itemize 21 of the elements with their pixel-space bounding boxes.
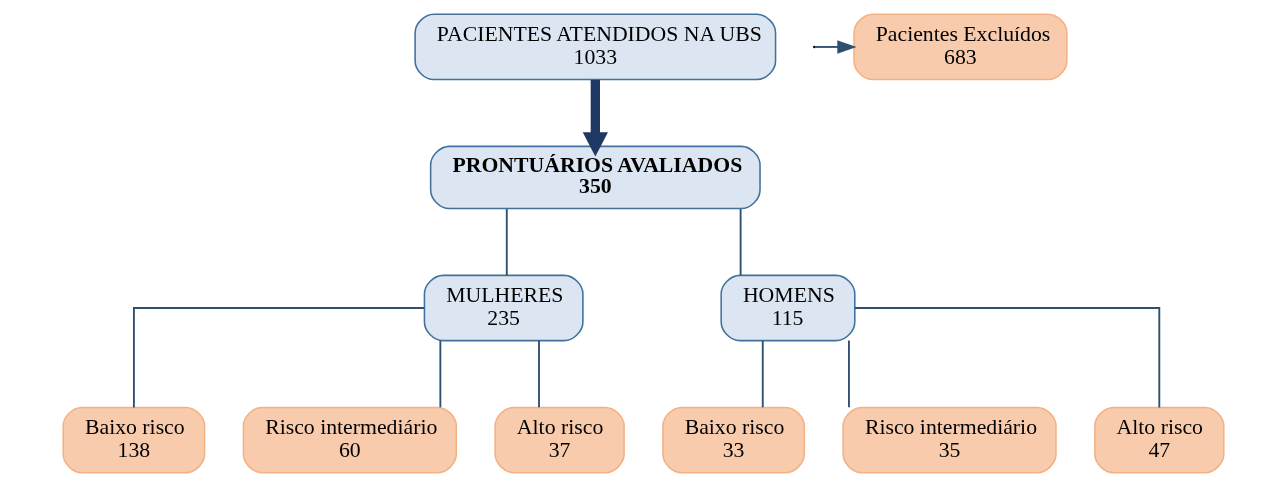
node-box: MULHERES 235	[423, 274, 584, 342]
arrow	[582, 79, 608, 157]
connector	[505, 208, 508, 277]
connector	[739, 208, 742, 277]
node-box: Risco intermediário 60	[242, 406, 457, 474]
connector	[537, 339, 540, 409]
node-box: Baixo risco 138	[61, 406, 205, 474]
connector	[132, 307, 425, 409]
node-box: Baixo risco 33	[661, 406, 805, 474]
connector	[438, 339, 441, 409]
arrow	[813, 40, 857, 54]
node-box: PACIENTES ATENDIDOS NA UBS 1033	[413, 13, 776, 81]
node-box: HOMENS 115	[719, 274, 856, 342]
node-box: Alto risco 37	[493, 406, 625, 474]
connector	[847, 339, 850, 409]
connector	[853, 307, 1160, 409]
node-box: Alto risco 47	[1093, 406, 1225, 474]
node-box: PRONTUÁRIOS AVALIADOS 350	[429, 145, 761, 210]
connector	[761, 339, 764, 409]
node-box: Pacientes Excluídos 683	[852, 13, 1068, 81]
node-box: Risco intermediário 35	[841, 406, 1057, 474]
